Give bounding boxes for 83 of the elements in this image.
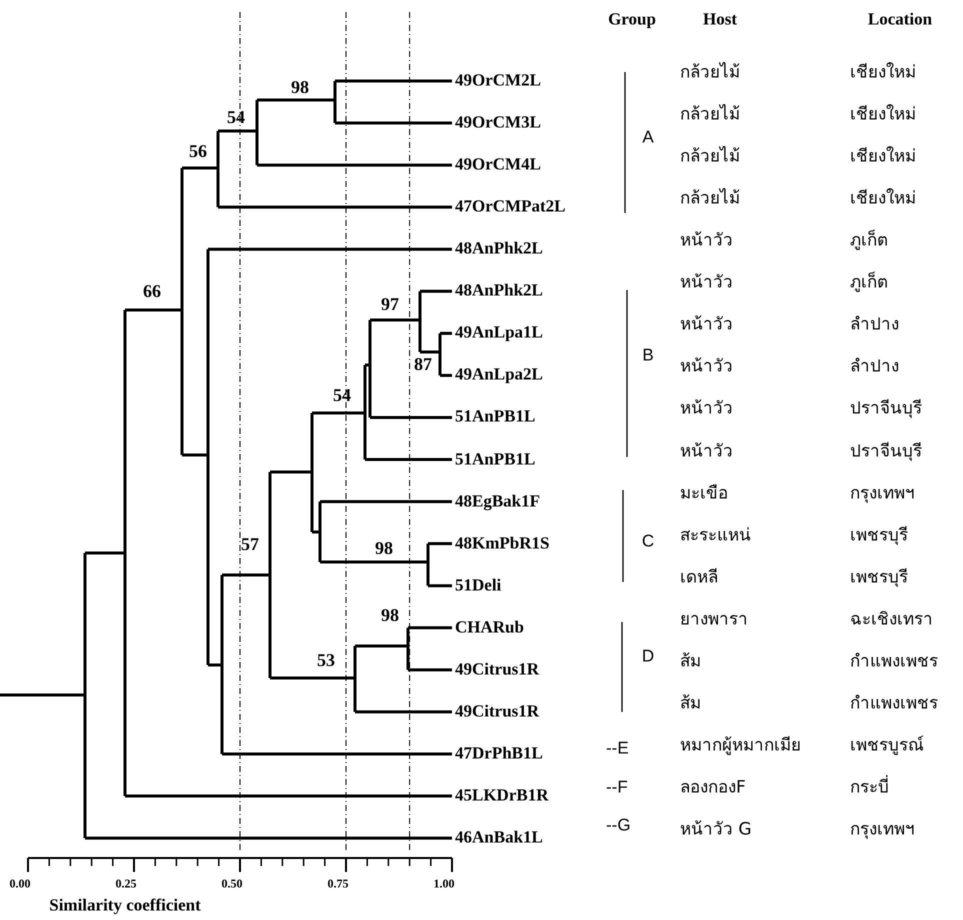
leaf-label: 49OrCM2L	[455, 72, 541, 90]
location-name: กำแพงเพชร	[850, 652, 938, 672]
bootstrap-value: 54	[227, 108, 245, 128]
column-header: Group	[608, 10, 656, 30]
location-name: ลำปาง	[850, 316, 899, 335]
leaf-label: 49Citrus1R	[455, 702, 540, 722]
host-name: กล้วยไม้	[680, 148, 740, 166]
host-name: หน้าวัว	[680, 358, 733, 377]
group-letter: C	[642, 532, 654, 552]
location-name: กรุงเทพฯ	[850, 820, 915, 840]
bootstrap-value: 97	[381, 295, 399, 315]
host-name: มะเขือ	[680, 484, 728, 503]
bootstrap-value: 66	[143, 282, 161, 302]
bootstrap-value: 53	[317, 651, 335, 671]
location-name: ภูเก็ต	[850, 274, 888, 293]
bootstrap-value: 98	[381, 606, 399, 626]
location-name: กรุงเทพฯ	[850, 484, 915, 503]
tick-label: 1.00	[434, 877, 454, 891]
location-name: เชียงใหม่	[850, 64, 916, 82]
location-name: ลำปาง	[850, 358, 899, 377]
column-header: Host	[703, 10, 737, 30]
host-name: ส้ม	[680, 694, 701, 714]
group-letter: A	[642, 128, 654, 148]
bootstrap-value: 54	[333, 386, 351, 406]
location-name: เพชรบูรณ์	[850, 736, 924, 756]
group-letter: --F	[606, 778, 628, 798]
host-name: ยางพารา	[680, 610, 748, 630]
host-name: ลองกองF	[680, 778, 746, 798]
leaf-label: 46AnBak1L	[455, 828, 543, 848]
host-name: ส้ม	[680, 652, 701, 672]
location-name: เพชรบุรี	[850, 568, 908, 588]
location-name: เพชรบุรี	[850, 526, 908, 545]
tick-label: 0.00	[10, 877, 30, 891]
axis-title: Similarity coefficient	[49, 896, 201, 916]
host-name: หน้าวัว	[680, 316, 733, 335]
tick-label: 0.25	[116, 877, 136, 891]
tick-label: 0.75	[328, 877, 348, 891]
host-name: เดหลี	[680, 568, 718, 588]
location-name: เชียงใหม่	[850, 148, 916, 166]
leaf-label: 49Citrus1R	[455, 660, 540, 680]
host-name: สะระแหน่	[680, 526, 751, 545]
bootstrap-value: 56	[189, 142, 207, 162]
host-name: หน้าวัว	[680, 232, 733, 251]
bootstrap-value: 98	[375, 539, 393, 559]
host-name: หน้าวัว G	[680, 820, 752, 840]
location-name: ปราจีนบุรี	[850, 442, 922, 461]
host-name: กล้วยไม้	[680, 190, 740, 209]
bootstrap-value: 98	[291, 78, 309, 98]
location-name: ปราจีนบุรี	[850, 400, 922, 419]
host-name: หน้าวัว	[680, 400, 733, 419]
leaf-label: 49AnLpa1L	[455, 324, 543, 343]
group-letter: D	[642, 648, 654, 666]
leaf-label: 51AnPB1L	[455, 408, 536, 427]
column-header: Location	[868, 10, 932, 30]
group-letter: B	[642, 346, 654, 366]
group-letter: --E	[606, 740, 629, 758]
location-name: กำแพงเพชร	[850, 694, 938, 714]
location-name: เชียงใหม่	[850, 106, 916, 124]
location-name: เชียงใหม่	[850, 190, 916, 209]
tick-label: 0.50	[222, 877, 242, 891]
bootstrap-value: 87	[414, 355, 432, 375]
leaf-label: 48AnPhk2L	[455, 282, 543, 301]
leaf-label: 45LKDrB1R	[455, 786, 548, 806]
leaf-label: 48AnPhk2L	[455, 240, 543, 259]
location-name: ฉะเชิงเทรา	[850, 610, 933, 630]
bootstrap-value: 57	[241, 535, 259, 555]
leaf-label: 49OrCM4L	[455, 156, 541, 174]
leaf-label: CHARub	[455, 618, 524, 638]
leaf-label: 47DrPhB1L	[455, 744, 543, 764]
host-name: กล้วยไม้	[680, 106, 740, 124]
leaf-label: 48KmPbR1S	[455, 534, 550, 553]
leaf-label: 49OrCM3L	[455, 114, 541, 132]
leaf-label: 47OrCMPat2L	[455, 198, 566, 217]
leaf-label: 51Deli	[455, 576, 502, 596]
host-name: หน้าวัว	[680, 442, 733, 461]
leaf-label: 49AnLpa2L	[455, 366, 543, 385]
group-letter: --G	[606, 816, 631, 836]
leaf-label: 48EgBak1F	[455, 492, 540, 511]
host-name: หมากผู้หมากเมีย	[680, 736, 801, 756]
host-name: กล้วยไม้	[680, 64, 740, 82]
host-name: หน้าวัว	[680, 274, 733, 293]
leaf-label: 51AnPB1L	[455, 450, 536, 469]
location-name: ภูเก็ต	[850, 232, 888, 251]
